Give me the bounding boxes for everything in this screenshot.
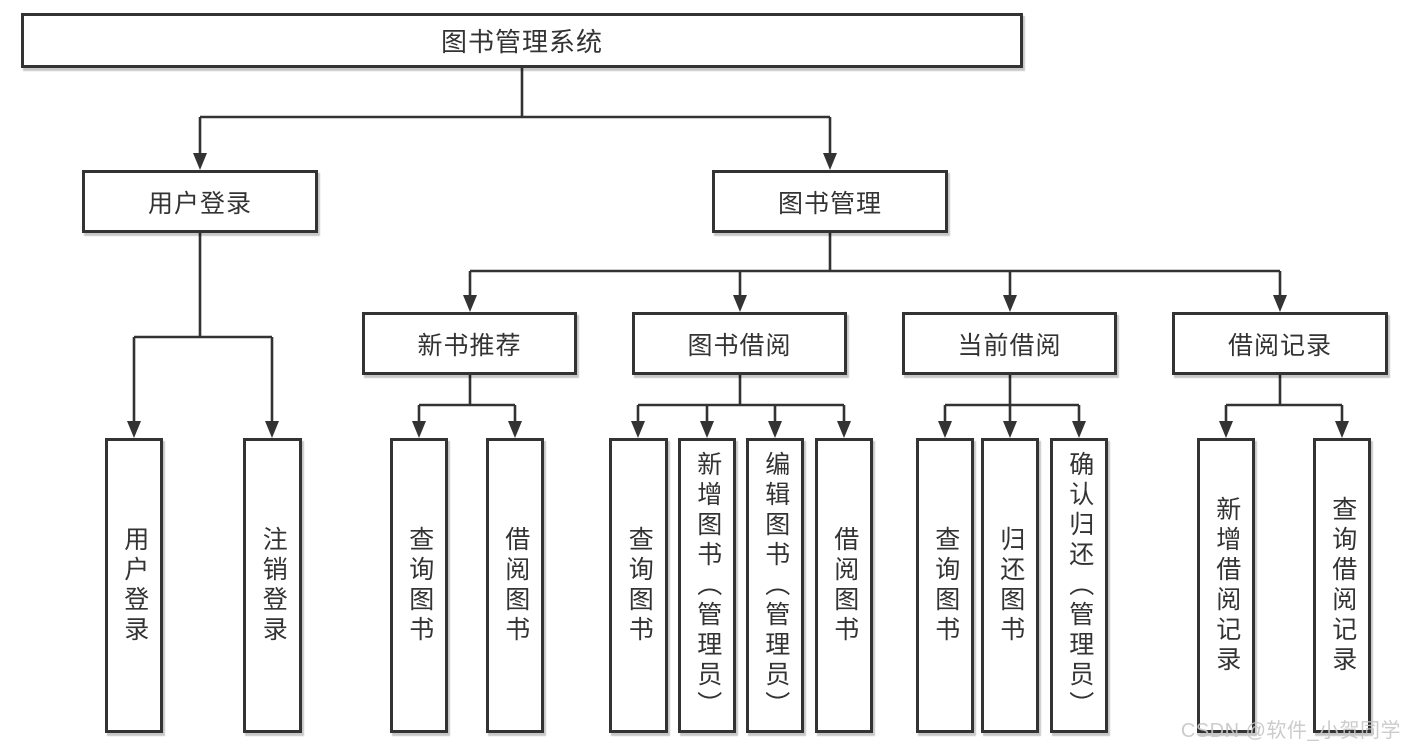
node-leaf-query-books: 查询图书 — [916, 438, 974, 733]
node-label: 新增借阅记录 — [1212, 495, 1241, 676]
node-leaf-user-login: 用户登录 — [105, 438, 163, 733]
node-current-borrowing: 当前借阅 — [902, 312, 1117, 375]
node-leaf-query-borrow-record: 查询借阅记录 — [1313, 438, 1371, 733]
node-label: 查询借阅记录 — [1328, 495, 1357, 676]
node-leaf-return-books: 归还图书 — [981, 438, 1039, 733]
node-label: 图书借阅 — [687, 331, 792, 360]
node-leaf-query-books: 查询图书 — [609, 438, 668, 733]
node-label: 当前借阅 — [957, 331, 1062, 360]
node-label: 借阅图书 — [830, 525, 859, 646]
node-label: 新书推荐 — [417, 331, 522, 360]
node-leaf-logout: 注销登录 — [243, 438, 302, 733]
node-label: 借阅图书 — [501, 525, 530, 646]
node-label: 编辑图书（管理员） — [761, 450, 790, 721]
node-leaf-borrow-books: 借阅图书 — [486, 438, 544, 733]
node-label: 图书管理系统 — [440, 27, 603, 57]
node-new-book-recommend: 新书推荐 — [362, 312, 577, 375]
node-label: 查询图书 — [625, 525, 654, 646]
node-book-management: 图书管理 — [712, 170, 948, 233]
node-leaf-query-books: 查询图书 — [390, 438, 448, 733]
node-label: 借阅记录 — [1227, 331, 1332, 360]
node-borrowing-records: 借阅记录 — [1172, 312, 1388, 375]
node-label: 用户登录 — [120, 525, 149, 646]
node-label: 用户登录 — [147, 189, 252, 218]
node-label: 查询图书 — [405, 525, 434, 646]
node-library-management-system: 图书管理系统 — [21, 13, 1023, 68]
node-leaf-borrow-books: 借阅图书 — [815, 438, 873, 733]
node-label: 归还图书 — [996, 525, 1025, 646]
node-leaf-edit-books-admin: 编辑图书（管理员） — [746, 438, 804, 733]
node-book-borrowing: 图书借阅 — [632, 312, 847, 375]
node-label: 新增图书（管理员） — [693, 450, 722, 721]
node-label: 查询图书 — [931, 525, 960, 646]
node-leaf-confirm-return-admin: 确认归还（管理员） — [1050, 438, 1108, 733]
node-leaf-add-books-admin: 新增图书（管理员） — [678, 438, 736, 733]
node-label: 注销登录 — [259, 525, 288, 646]
node-user-login: 用户登录 — [82, 170, 318, 233]
node-label: 确认归还（管理员） — [1065, 450, 1094, 721]
connector-arrowheads — [127, 153, 1349, 438]
node-leaf-add-borrow-record: 新增借阅记录 — [1197, 438, 1255, 733]
watermark: CSDN @软件_小贺同学 — [1180, 720, 1401, 742]
node-label: 图书管理 — [777, 189, 882, 218]
